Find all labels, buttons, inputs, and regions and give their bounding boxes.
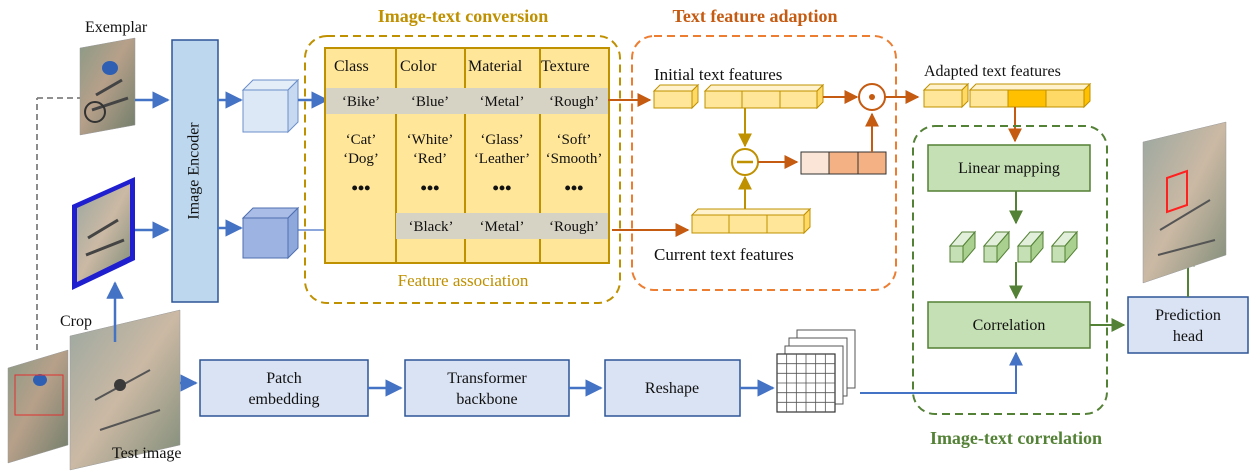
cand-texture-1: ‘Soft’ bbox=[557, 132, 592, 148]
image-text-conversion-title: Image-text conversion bbox=[378, 6, 548, 26]
multiply-operator bbox=[858, 83, 886, 111]
text-feature-adaption-title: Text feature adaption bbox=[672, 6, 837, 26]
initial-text-features-tokens bbox=[652, 83, 825, 110]
prediction-head-label-1: Prediction bbox=[1155, 307, 1221, 324]
crop-label: Crop bbox=[60, 313, 92, 330]
top-cell-class: ‘Bike’ bbox=[342, 94, 380, 110]
image-text-correlation-group bbox=[912, 125, 1108, 415]
top-cell-color: ‘Blue’ bbox=[411, 94, 449, 110]
difference-weights-vector bbox=[800, 151, 887, 175]
cand-class-2: ‘Dog’ bbox=[343, 151, 379, 167]
crop-image bbox=[72, 177, 135, 290]
cand-class-1: ‘Cat’ bbox=[346, 132, 377, 148]
test-image bbox=[69, 309, 181, 471]
cand-color-2: ‘Red’ bbox=[413, 151, 447, 167]
transformer-backbone-label-2: backbone bbox=[456, 391, 517, 408]
mapped-feature-tokens bbox=[948, 230, 1079, 264]
bottom-cell-material: ‘Metal’ bbox=[480, 219, 525, 235]
bottom-cell-color: ‘Black’ bbox=[409, 219, 454, 235]
top-cell-material: ‘Metal’ bbox=[480, 94, 525, 110]
initial-text-features-label: Initial text features bbox=[654, 65, 782, 84]
prediction-head-box bbox=[1127, 296, 1249, 354]
correlation-box bbox=[927, 301, 1091, 349]
col-class: Class bbox=[334, 58, 369, 75]
ellipsis-class: ••• bbox=[352, 178, 371, 198]
attribute-table bbox=[324, 47, 610, 264]
ellipsis-texture: ••• bbox=[565, 178, 584, 198]
predicted-bounding-box bbox=[1166, 169, 1188, 214]
feature-association-label: Feature association bbox=[398, 271, 529, 290]
cand-material-2: ‘Leather’ bbox=[474, 151, 530, 167]
patch-embedding-label-1: Patch bbox=[266, 370, 302, 387]
col-texture: Texture bbox=[541, 58, 590, 75]
reshape-label: Reshape bbox=[645, 380, 699, 397]
patch-embedding-label-2: embedding bbox=[248, 391, 319, 408]
text-feature-adaption-group bbox=[631, 35, 897, 291]
current-text-features-label: Current text features bbox=[654, 245, 794, 264]
linear-mapping-box bbox=[927, 144, 1091, 192]
subtract-operator bbox=[731, 148, 759, 176]
exemplar-image bbox=[79, 37, 136, 136]
test-image-label: Test image bbox=[112, 445, 182, 462]
transformer-backbone-label-1: Transformer bbox=[447, 370, 527, 387]
output-image bbox=[1142, 121, 1227, 284]
adapted-text-features-tokens bbox=[922, 82, 1092, 109]
image-text-correlation-title: Image-text correlation bbox=[930, 428, 1102, 448]
cand-color-1: ‘White’ bbox=[407, 132, 454, 148]
current-feature-cube bbox=[241, 206, 300, 260]
cand-material-1: ‘Glass’ bbox=[480, 132, 523, 148]
col-color: Color bbox=[400, 58, 437, 75]
reshape-box bbox=[604, 359, 741, 417]
top-cell-texture: ‘Rough’ bbox=[549, 94, 599, 110]
ellipsis-material: ••• bbox=[493, 178, 512, 198]
adapted-text-features-label: Adapted text features bbox=[924, 63, 1061, 80]
current-text-features-tokens bbox=[690, 207, 812, 235]
exemplar-feature-cube bbox=[241, 78, 300, 134]
prediction-head-label-2: head bbox=[1173, 328, 1203, 345]
image-encoder-block bbox=[171, 39, 219, 303]
cand-texture-2: ‘Smooth’ bbox=[546, 151, 603, 167]
patch-embedding-box bbox=[199, 359, 369, 417]
col-material: Material bbox=[468, 58, 523, 75]
correlation-label: Correlation bbox=[973, 317, 1046, 334]
exemplar-label: Exemplar bbox=[85, 19, 148, 36]
feature-map-stack bbox=[776, 329, 856, 413]
image-encoder-label: Image Encoder bbox=[186, 122, 203, 220]
image-text-conversion-group bbox=[304, 35, 621, 304]
ellipsis-color: ••• bbox=[421, 178, 440, 198]
test-image-back bbox=[7, 349, 69, 464]
linear-mapping-label: Linear mapping bbox=[958, 160, 1060, 177]
bottom-cell-texture: ‘Rough’ bbox=[549, 219, 599, 235]
